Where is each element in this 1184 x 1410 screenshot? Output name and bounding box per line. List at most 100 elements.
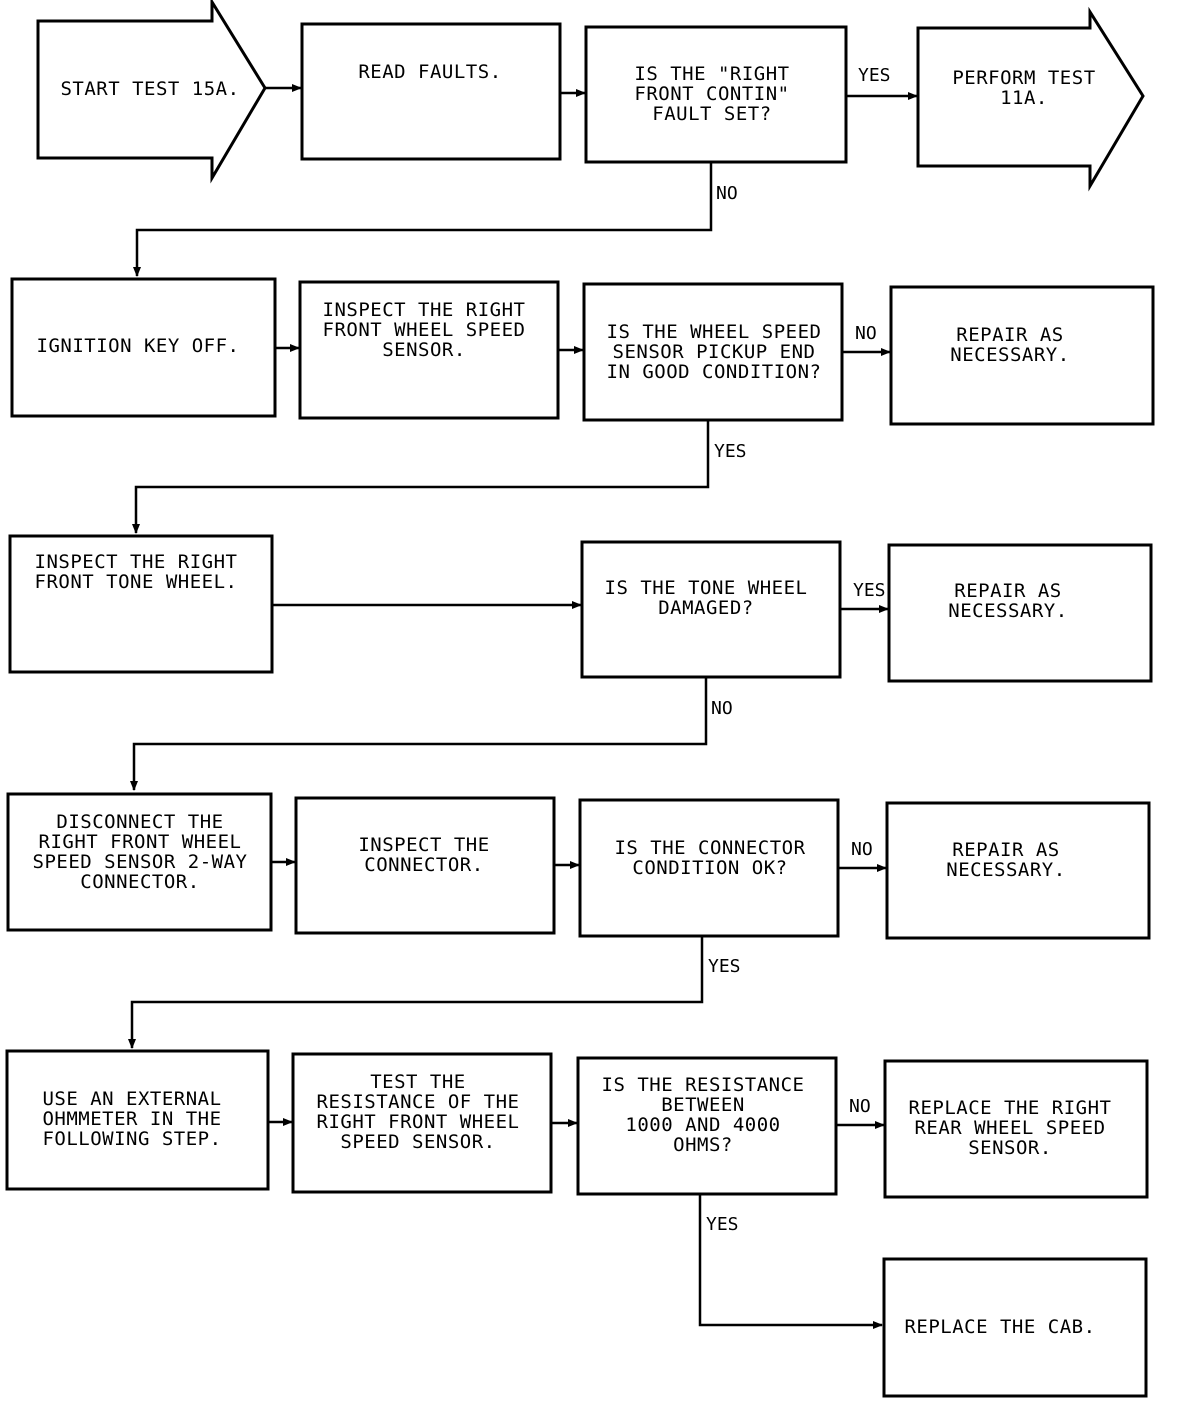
resistance-yes-label: YES [706,1214,739,1235]
edge-tone-no [130,677,708,791]
node-text-line: IGNITION KEY OFF. [37,335,240,357]
node-text-line: SPEED SENSOR 2-WAY [33,851,248,873]
edge-connector-yes [128,936,704,1049]
node-text-line: REPAIR AS [954,580,1061,602]
edge-pickup-yes [132,420,710,534]
edge-contin-no [133,162,713,277]
node-text-line: FRONT WHEEL SPEED [323,319,526,341]
node-text-line: SPEED SENSOR. [340,1131,495,1153]
edge-resistance-yes [698,1194,883,1329]
node-text-line: REPLACE THE RIGHT [909,1097,1112,1119]
node-text-line: IS THE "RIGHT [634,63,789,85]
node-text-line: DISCONNECT THE [56,811,223,833]
node-text-line: RESISTANCE OF THE [317,1091,520,1113]
node-text-line: INSPECT THE RIGHT [323,299,526,321]
pickup-yes-label: YES [714,441,747,462]
node-text-line: NECESSARY. [950,344,1069,366]
node-text-line: RIGHT FRONT WHEEL [317,1111,520,1133]
node-text-line: CONDITION OK? [632,857,787,879]
resistance-no-label: NO [849,1096,871,1117]
node-text-line: SENSOR. [382,339,466,361]
node-text-line: IS THE CONNECTOR [614,837,805,859]
connector-no-label: NO [851,839,873,860]
node-text-line: SENSOR PICKUP END [613,341,816,363]
node-text-line: CONNECTOR. [80,871,199,893]
node-text-line: USE AN EXTERNAL [42,1088,221,1110]
node-text-line: NECESSARY. [946,859,1065,881]
node-text-line: SENSOR. [968,1137,1052,1159]
node-text-line: REPAIR AS [956,324,1063,346]
contin-yes-label: YES [858,65,891,86]
node-text-line: FRONT CONTIN" [634,83,789,105]
node-text-line: TEST THE [370,1071,466,1093]
node-text-line: PERFORM TEST [952,67,1095,89]
node-text-line: CONNECTOR. [364,854,483,876]
pickup-no-label: NO [855,323,877,344]
node-text-line: BETWEEN [661,1094,745,1116]
node-text-line: REPLACE THE CAB. [904,1316,1095,1338]
node-text-line: IS THE WHEEL SPEED [607,321,822,343]
replace-cab-node: REPLACE THE CAB. [882,1257,1148,1398]
node-text-line: 1000 AND 4000 [625,1114,780,1136]
node-text-line: FOLLOWING STEP. [42,1128,221,1150]
node-text-line: INSPECT THE RIGHT [35,551,238,573]
node-text-line: INSPECT THE [358,834,489,856]
node-text-line: FRONT TONE WHEEL. [35,571,238,593]
node-text-line: REAR WHEEL SPEED [914,1117,1105,1139]
node-text-line: IN GOOD CONDITION? [607,361,822,383]
tone-yes-label: YES [853,580,886,601]
read-faults-text: READ FAULTS. [358,61,501,83]
read-faults-node: READ FAULTS. [300,22,562,161]
node-text-line: 11A. [1000,87,1048,109]
node-text-line: NECESSARY. [948,600,1067,622]
node-text-line: READ FAULTS. [358,61,501,83]
contin-no-label: NO [716,183,738,204]
tone-no-label: NO [711,698,733,719]
node-text-line: OHMS? [673,1134,733,1156]
node-text-line: IS THE TONE WHEEL [605,577,808,599]
node-text-line: REPAIR AS [952,839,1059,861]
connector-yes-label: YES [708,956,741,977]
node-text-line: OHMMETER IN THE [42,1108,221,1130]
node-text-line: DAMAGED? [658,597,754,619]
replace-cab-text: REPLACE THE CAB. [904,1316,1095,1338]
node-text-line: RIGHT FRONT WHEEL [39,831,242,853]
start-test-node: START TEST 15A. [36,0,267,184]
node-text-line: IS THE RESISTANCE [602,1074,805,1096]
ignition-off-text: IGNITION KEY OFF. [37,335,240,357]
start-test-text: START TEST 15A. [60,78,239,100]
